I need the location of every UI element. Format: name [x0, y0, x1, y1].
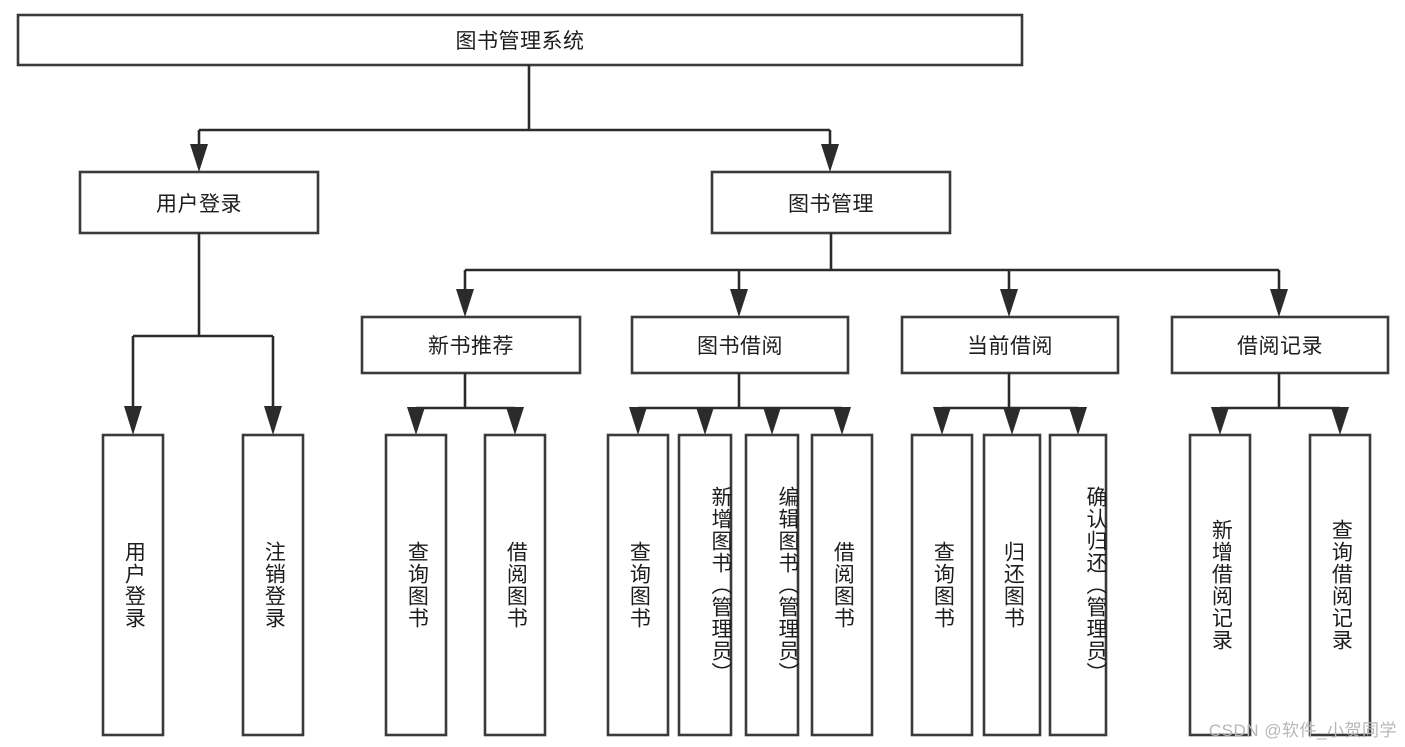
arrow-head-leaf-query-borrow-record [1331, 407, 1349, 435]
edge-book-borrow-to-leaves [629, 373, 851, 435]
arrow-head-leaf-logout [264, 406, 282, 435]
arrow-head-user-login [190, 144, 208, 172]
watermark-text: CSDN @软件_小贺同学 [1208, 721, 1397, 740]
node-root-box[interactable] [16, 13, 1024, 67]
leaf-borrow-book-nb-box[interactable] [483, 433, 547, 737]
arrow-head-book-borrow [730, 289, 748, 317]
leaf-query-book-bb-box[interactable] [606, 433, 670, 737]
leaf-user-login-box[interactable] [101, 433, 165, 737]
node-borrow-records-box[interactable] [1170, 315, 1390, 375]
leaf-edit-book-admin-box[interactable] [744, 433, 800, 737]
leaf-add-borrow-record-box[interactable] [1188, 433, 1252, 737]
arrow-head-leaf-user-login [124, 406, 142, 435]
arrow-head-leaf-return-book [1003, 407, 1021, 435]
arrow-head-leaf-add-book-admin [696, 407, 714, 435]
arrow-head-leaf-query-book-nb [407, 407, 425, 435]
arrow-head-leaf-query-book-cb [933, 407, 951, 435]
edge-root-to-level2 [190, 65, 839, 172]
node-book-management-box[interactable] [710, 170, 952, 235]
arrow-head-leaf-add-borrow-record [1211, 407, 1229, 435]
leaf-return-book-box[interactable] [982, 433, 1042, 737]
leaf-confirm-return-admin-box[interactable] [1048, 433, 1108, 737]
leaf-query-book-nb-box[interactable] [384, 433, 448, 737]
leaf-add-book-admin-box[interactable] [677, 433, 733, 737]
node-new-book-recommend-box[interactable] [360, 315, 582, 375]
arrow-head-current-borrow [1000, 289, 1018, 317]
node-current-borrow-box[interactable] [900, 315, 1120, 375]
arrow-head-leaf-confirm-return-admin [1069, 407, 1087, 435]
node-book-borrow-box[interactable] [630, 315, 850, 375]
leaf-query-borrow-record-box[interactable] [1308, 433, 1372, 737]
edge-new-book-recommend-to-leaves [407, 373, 524, 435]
arrow-head-leaf-edit-book-admin [763, 407, 781, 435]
leaf-logout-box[interactable] [241, 433, 305, 737]
edge-book-management-to-level3 [456, 233, 1288, 317]
leaf-query-book-cb-box[interactable] [910, 433, 974, 737]
arrow-head-leaf-borrow-book-bb [833, 407, 851, 435]
edge-user-login-to-leaves [124, 233, 282, 435]
arrow-head-borrow-records [1270, 289, 1288, 317]
arrow-head-leaf-borrow-book-nb [506, 407, 524, 435]
edge-current-borrow-to-leaves [933, 373, 1087, 435]
arrow-head-book-management [821, 144, 839, 172]
arrow-head-leaf-query-book-bb [629, 407, 647, 435]
edge-borrow-records-to-leaves [1211, 373, 1349, 435]
leaf-borrow-book-bb-box[interactable] [810, 433, 874, 737]
arrow-head-new-book-recommend [456, 289, 474, 317]
node-user-login-box[interactable] [78, 170, 320, 235]
